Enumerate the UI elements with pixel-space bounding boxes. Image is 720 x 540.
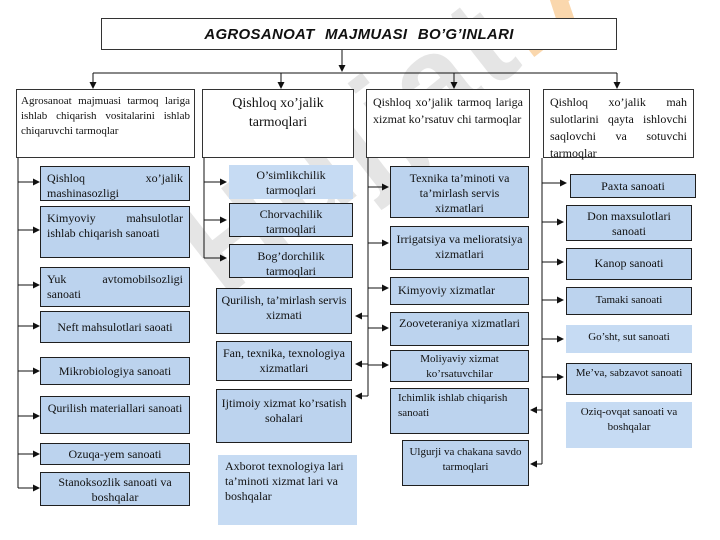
list-item: Irrigatsiya va melioratsiya xizmatlari: [390, 226, 529, 270]
column-header-services: Qishloq xo’jalik tarmoq lariga xizmat ko…: [366, 89, 530, 158]
list-item: Ozuqa-yem sanoati: [40, 443, 190, 465]
list-item: Ulgurji va chakana savdo tarmoqlari: [402, 440, 529, 486]
list-item: Texnika ta’minoti va ta’mirlash servis x…: [390, 166, 529, 218]
diagram-title: AGROSANOAT MAJMUASI BO’G’INLARI: [101, 18, 617, 50]
list-item: Stanoksozlik sanoati va boshqalar: [40, 472, 190, 506]
list-item: Qurilish materiallari sanoati: [40, 396, 190, 434]
column-header-processing: Qishloq xo’jalik mah sulotlarini qayta i…: [543, 89, 694, 160]
list-item: Bog’dorchilik tarmoqlari: [229, 244, 353, 278]
list-item: Axborot texnologiya lari ta’minoti xizma…: [218, 455, 357, 525]
list-item: Mikrobiologiya sanoati: [40, 357, 190, 385]
list-item: Tamaki sanoati: [566, 287, 692, 315]
list-item: Paxta sanoati: [570, 174, 696, 198]
list-item: Moliyaviy xizmat ko’rsatuvchilar: [390, 350, 529, 382]
list-item: Fan, texnika, texnologiya xizmatlari: [216, 341, 352, 381]
list-item: Qurilish, ta’mirlash servis xizmati: [216, 288, 352, 334]
list-item: Kimyoviy xizmatlar: [390, 277, 529, 305]
list-item: Kanop sanoati: [566, 248, 692, 280]
column-header-production-means: Agrosanoat majmuasi tarmoq lariga ishlab…: [16, 89, 195, 158]
list-item: Me’va, sabzavot sanoati: [566, 363, 692, 395]
list-item: O’simlikchilik tarmoqlari: [229, 165, 353, 199]
list-item: Chorvachilik tarmoqlari: [229, 203, 353, 237]
list-item: Kimyoviy mahsulotlar ishlab chiqarish sa…: [40, 206, 190, 258]
list-item: Ijtimoiy xizmat ko’rsatish sohalari: [216, 389, 352, 443]
list-item: Oziq-ovqat sanoati va boshqalar: [566, 402, 692, 448]
list-item: Don maxsulotlari sanoati: [566, 205, 692, 241]
list-item: Zooveteraniya xizmatlari: [390, 312, 529, 346]
list-item: Go’sht, sut sanoati: [566, 325, 692, 353]
list-item: Ichimlik ishlab chiqarish sanoati: [390, 388, 529, 434]
list-item: Yuk avtomobilsozligi sanoati: [40, 267, 190, 307]
column-header-agriculture: Qishloq xo’jalik tarmoqlari: [202, 89, 354, 158]
list-item: Neft mahsulotlari saoati: [40, 311, 190, 343]
list-item: Qishloq xo’jalik mashinasozligi: [40, 166, 190, 201]
